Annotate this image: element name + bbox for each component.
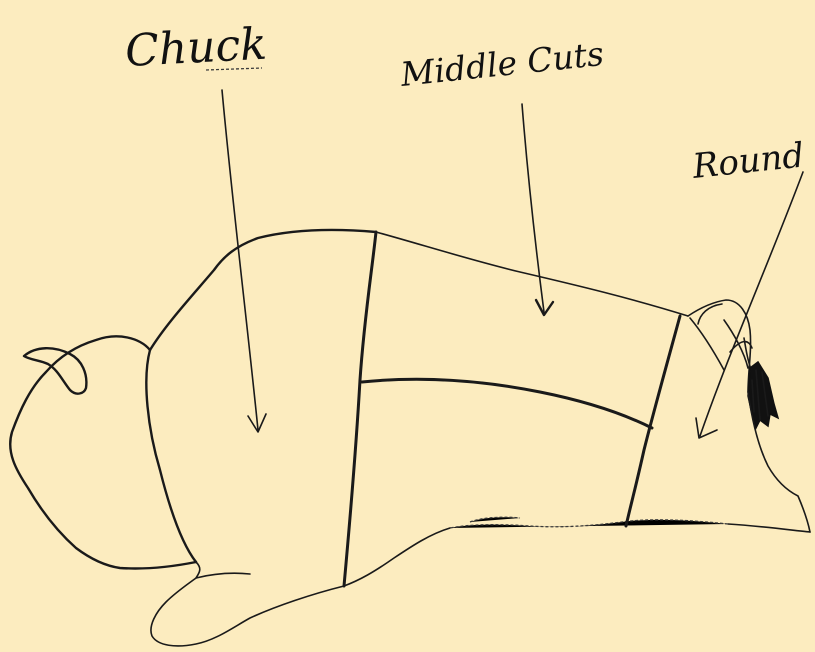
bison-belly — [344, 517, 728, 586]
round-back-divider — [690, 318, 724, 370]
bison-rump — [688, 300, 752, 392]
bison-back — [150, 230, 688, 350]
chuck-divider — [344, 232, 376, 586]
bison-front-leg — [151, 562, 344, 646]
arrow-middle-cuts — [522, 104, 553, 315]
arrow-chuck — [222, 90, 266, 432]
cut-lines — [344, 232, 724, 586]
label-middle-cuts: Middle Cuts — [398, 34, 606, 94]
label-round: Round — [690, 136, 806, 188]
middle-cuts-divider — [362, 379, 652, 428]
bison-head — [10, 336, 196, 568]
bison-tail — [744, 338, 778, 428]
